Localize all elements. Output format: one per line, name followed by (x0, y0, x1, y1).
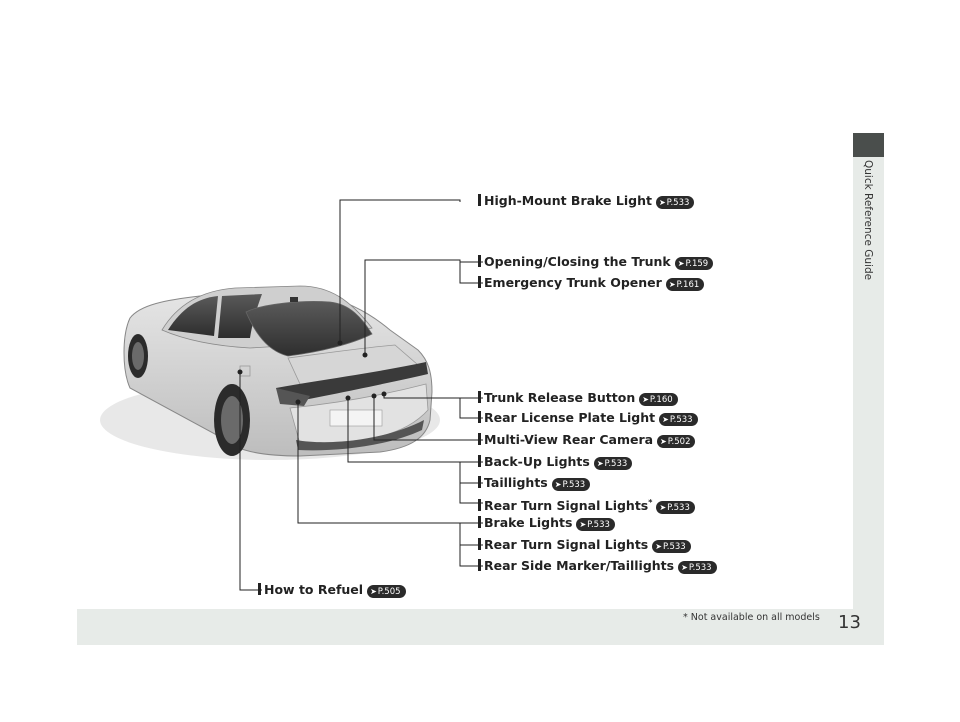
arrow-icon: ➤ (662, 415, 669, 424)
arrow-icon: ➤ (370, 587, 377, 596)
page-ref-badge[interactable]: ➤P.533 (551, 478, 591, 491)
label-marker (478, 499, 481, 512)
label-how-to-refuel[interactable]: How to Refuel➤P.505 (258, 582, 406, 598)
arrow-icon: ➤ (658, 198, 666, 207)
label-marker (478, 411, 481, 423)
label-marker (478, 455, 481, 467)
arrow-icon: ➤ (668, 280, 676, 289)
label-back-up-lights[interactable]: Back-Up Lights➤P.533 (478, 454, 633, 470)
side-tab-label: Quick Reference Guide (862, 160, 874, 281)
arrow-icon: ➤ (677, 259, 685, 268)
arrow-icon: ➤ (681, 563, 688, 572)
arrow-icon: ➤ (642, 395, 649, 404)
label-marker (478, 538, 481, 550)
arrow-icon: ➤ (554, 480, 562, 489)
page-ref-badge[interactable]: ➤P.533 (659, 413, 698, 426)
arrow-icon: ➤ (596, 459, 604, 468)
side-tab-marker (853, 133, 884, 157)
label-rear-license-plate-light[interactable]: Rear License Plate Light➤P.533 (478, 410, 698, 426)
availability-mark: * (648, 498, 653, 507)
label-brake-lights[interactable]: Brake Lights➤P.533 (478, 515, 615, 531)
footnote: * Not available on all models (683, 612, 820, 623)
label-trunk-release-button[interactable]: Trunk Release Button➤P.160 (478, 390, 678, 406)
label-marker (478, 516, 481, 528)
side-tab (853, 157, 884, 645)
label-marker (478, 255, 481, 267)
label-rear-turn-signal-lights-optional[interactable]: Rear Turn Signal Lights*➤P.533 (478, 495, 695, 515)
page-ref-badge[interactable]: ➤P.533 (678, 561, 717, 574)
page-ref-badge[interactable]: ➤P.533 (656, 501, 695, 515)
page-ref-badge[interactable]: ➤P.161 (665, 278, 705, 291)
page-ref-badge[interactable]: ➤P.505 (367, 585, 406, 598)
label-rear-turn-signal-lights[interactable]: Rear Turn Signal Lights➤P.533 (478, 537, 691, 553)
page-ref-badge[interactable]: ➤P.533 (655, 196, 695, 209)
label-marker (478, 476, 481, 488)
label-opening-closing-trunk[interactable]: Opening/Closing the Trunk➤P.159 (478, 254, 714, 270)
label-rear-side-marker-taillights[interactable]: Rear Side Marker/Taillights➤P.533 (478, 558, 717, 574)
page-number: 13 (838, 612, 861, 633)
page-ref-badge[interactable]: ➤P.502 (657, 435, 696, 448)
label-marker (478, 194, 481, 206)
label-marker (478, 433, 481, 445)
label-marker (478, 276, 481, 288)
label-marker (478, 559, 481, 571)
label-multi-view-rear-camera[interactable]: Multi-View Rear Camera➤P.502 (478, 432, 696, 448)
arrow-icon: ➤ (660, 437, 667, 446)
label-marker (258, 583, 261, 595)
page-ref-badge[interactable]: ➤P.533 (652, 540, 691, 553)
label-marker (478, 391, 481, 403)
arrow-icon: ➤ (579, 520, 587, 529)
page-ref-badge[interactable]: ➤P.533 (576, 518, 615, 531)
arrow-icon: ➤ (655, 542, 662, 551)
arrow-icon: ➤ (659, 503, 667, 513)
leader-lines (239, 199, 483, 591)
page-ref-badge[interactable]: ➤P.159 (674, 257, 714, 270)
label-high-mount-brake-light[interactable]: High-Mount Brake Light➤P.533 (478, 193, 695, 209)
page-ref-badge[interactable]: ➤P.533 (593, 457, 633, 470)
page-ref-badge[interactable]: ➤P.160 (639, 393, 678, 406)
label-taillights[interactable]: Taillights➤P.533 (478, 475, 591, 491)
label-emergency-trunk-opener[interactable]: Emergency Trunk Opener➤P.161 (478, 275, 705, 291)
footer-bar (77, 609, 853, 645)
